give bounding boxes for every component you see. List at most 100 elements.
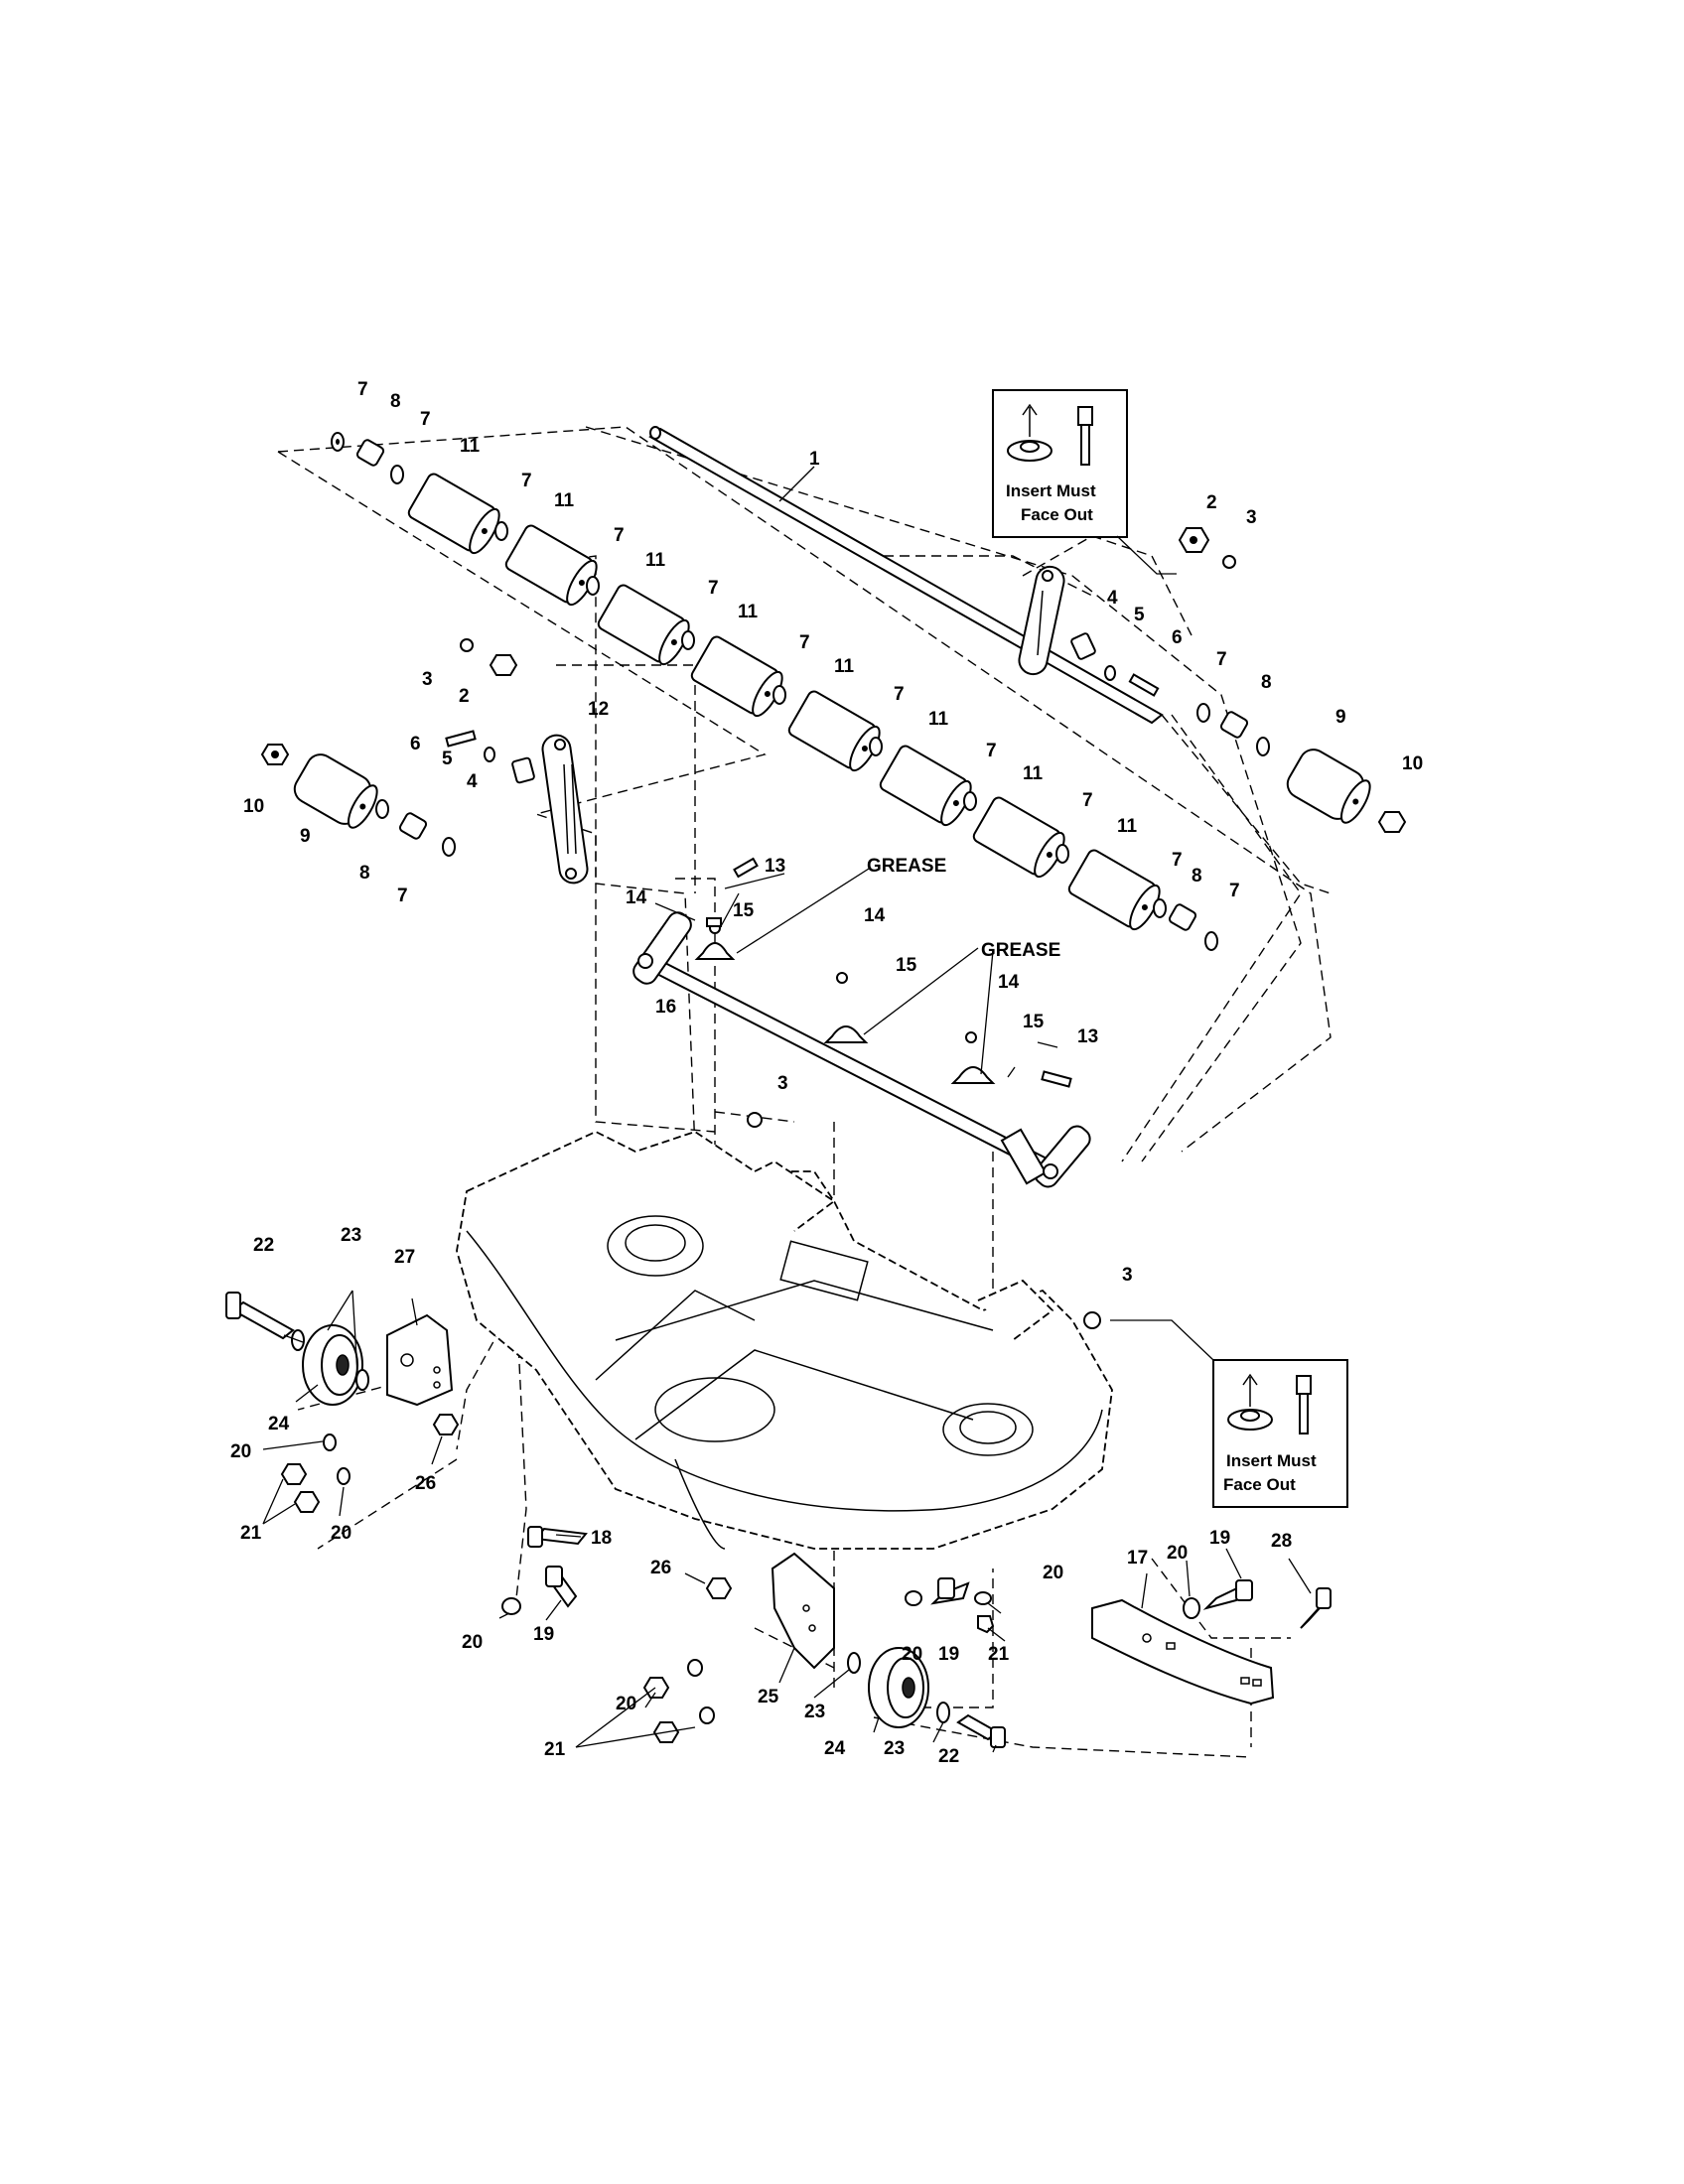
- callout-9: 9: [1335, 707, 1346, 728]
- callout-13: 13: [765, 856, 785, 877]
- roller: [597, 584, 690, 666]
- callout-24: 24: [824, 1738, 846, 1759]
- callout-15: 15: [1023, 1012, 1045, 1032]
- callout-7: 7: [1216, 649, 1227, 670]
- callout-12: 12: [588, 699, 609, 720]
- roller: [690, 635, 783, 718]
- wheel-bracket-part-25: [705, 1552, 835, 1670]
- callout-22: 22: [938, 1746, 959, 1767]
- grease-clips: [694, 857, 1072, 1088]
- callout-19: 19: [1209, 1528, 1230, 1549]
- roller: [787, 690, 881, 772]
- wheel-bracket-part-27: [386, 1313, 454, 1407]
- callout-8: 8: [359, 863, 370, 884]
- callout-2: 2: [1206, 492, 1217, 513]
- callout-13: 13: [1077, 1026, 1098, 1047]
- callout-20: 20: [331, 1523, 351, 1544]
- hardware-deck-nuts: [747, 1112, 1101, 1329]
- callout-11: 11: [645, 550, 666, 571]
- callout-7: 7: [894, 684, 905, 705]
- end-roller-right: [1286, 749, 1371, 824]
- roller: [407, 473, 500, 555]
- callout-20: 20: [1167, 1543, 1188, 1564]
- callout-10: 10: [1402, 753, 1423, 774]
- roller: [972, 796, 1065, 879]
- hardware-upper-right: [1070, 527, 1236, 697]
- callout-3: 3: [1122, 1265, 1133, 1286]
- hardware-lower-left: [280, 1414, 460, 1513]
- callout-5: 5: [1134, 605, 1145, 625]
- insert-note-box-top: Insert Must Face Out: [992, 389, 1128, 538]
- callout-9: 9: [300, 826, 311, 847]
- bracket-part-12-left: [541, 734, 589, 885]
- roller-set: [407, 473, 1161, 931]
- callout-8: 8: [1261, 672, 1272, 693]
- callout-6: 6: [410, 734, 421, 754]
- callout-14: 14: [998, 972, 1020, 993]
- bolts-18-19: [501, 1526, 588, 1615]
- callout-18: 18: [591, 1528, 612, 1549]
- bracket-part-12-right: [1018, 565, 1065, 676]
- callout-labels: 1 2 2 3 3 3 3 4 4 5 5 6 6 7 7 7 7 7 7 7 …: [230, 379, 1423, 1767]
- insert-note-line1: Insert Must: [1006, 481, 1096, 500]
- callout-7: 7: [397, 886, 408, 906]
- nut-part-10-right: [1377, 811, 1407, 833]
- callout-11: 11: [738, 602, 759, 622]
- roller: [879, 745, 972, 827]
- callout-11: 11: [1117, 816, 1138, 837]
- callout-23: 23: [341, 1225, 361, 1246]
- callout-10: 10: [243, 796, 264, 817]
- callout-17: 17: [1127, 1548, 1148, 1569]
- roller: [504, 524, 598, 607]
- gauge-wheel-left: [225, 1292, 369, 1406]
- callout-3: 3: [422, 669, 433, 690]
- callout-19: 19: [533, 1624, 554, 1645]
- callout-7: 7: [708, 578, 719, 599]
- callout-24: 24: [268, 1414, 290, 1434]
- callout-23: 23: [884, 1738, 905, 1759]
- callout-28: 28: [1271, 1531, 1292, 1552]
- callout-7: 7: [614, 525, 625, 546]
- callout-7: 7: [1172, 850, 1183, 871]
- callout-21: 21: [544, 1739, 566, 1760]
- callout-15: 15: [896, 955, 917, 976]
- skid-plate-part-17: [1091, 1579, 1332, 1706]
- callout-1: 1: [809, 449, 820, 470]
- callout-20: 20: [230, 1441, 251, 1462]
- callout-7: 7: [420, 409, 431, 430]
- callout-6: 6: [1172, 627, 1183, 648]
- mower-deck: [456, 1131, 1113, 1550]
- callout-26: 26: [415, 1473, 436, 1494]
- insert-note-line2: Face Out: [1223, 1475, 1296, 1494]
- gauge-wheel-bottom: [847, 1647, 1006, 1748]
- callout-11: 11: [834, 656, 855, 677]
- callout-11: 11: [928, 709, 949, 730]
- washers-and-spacers: [331, 432, 1270, 951]
- callout-4: 4: [467, 771, 478, 792]
- insert-note-line1: Insert Must: [1226, 1451, 1317, 1470]
- grease-label: GREASE: [981, 940, 1060, 961]
- callout-11: 11: [554, 490, 575, 511]
- grease-label: GREASE: [867, 856, 946, 877]
- callout-14: 14: [626, 887, 647, 908]
- callout-27: 27: [394, 1247, 415, 1268]
- insert-note-box-bottom: Insert Must Face Out: [1212, 1359, 1348, 1508]
- callout-7: 7: [1229, 881, 1240, 901]
- callout-3: 3: [777, 1073, 788, 1094]
- callout-7: 7: [799, 632, 810, 653]
- callout-25: 25: [758, 1687, 779, 1707]
- callout-21: 21: [240, 1523, 262, 1544]
- callout-26: 26: [650, 1558, 671, 1578]
- callout-20: 20: [616, 1694, 636, 1714]
- callout-2: 2: [459, 686, 470, 707]
- callout-20: 20: [1043, 1563, 1063, 1583]
- callout-4: 4: [1107, 588, 1118, 609]
- callout-20: 20: [902, 1644, 922, 1665]
- hardware-lower-middle: [642, 1577, 995, 1743]
- callout-11: 11: [1023, 763, 1044, 784]
- callout-7: 7: [521, 471, 532, 491]
- callout-15: 15: [733, 900, 755, 921]
- callout-19: 19: [938, 1644, 959, 1665]
- nut-part-10-left: [260, 744, 290, 765]
